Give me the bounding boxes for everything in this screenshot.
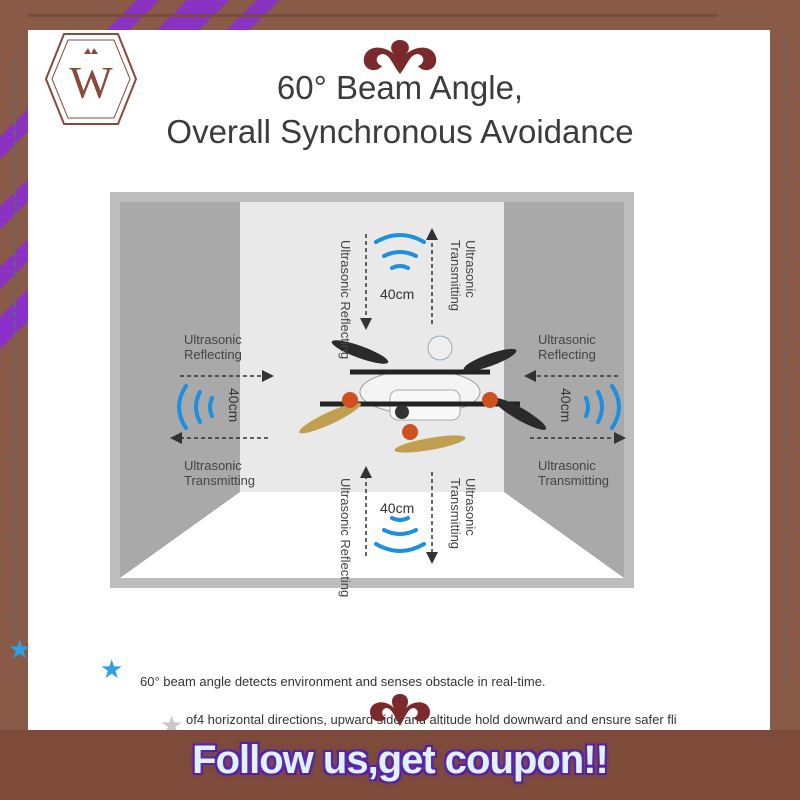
ultrasonic-waves	[177, 233, 621, 553]
bottom-distance: 40cm	[380, 500, 415, 516]
right-distance: 40cm	[558, 388, 574, 423]
ornament-top	[363, 40, 437, 74]
caption-line-1: 60° beam angle detects environment and s…	[140, 674, 546, 689]
coupon-banner-text[interactable]: Follow us,get coupon!!	[192, 738, 609, 782]
top-reflect-label: Ultrasonic Reflecting	[338, 240, 353, 360]
avoidance-diagram: Ultrasonic Reflecting Ultrasonic Transmi…	[110, 192, 634, 597]
drone-image	[299, 335, 547, 453]
dashed-border-left	[14, 60, 16, 660]
caption-line-2: of4 horizontal directions, upward side a…	[186, 712, 677, 727]
title-line-1: 60° Beam Angle,	[276, 69, 524, 106]
footer-banner	[0, 730, 800, 800]
brand-logo: W	[44, 33, 138, 125]
logo-letter: W	[69, 57, 113, 108]
star-icon: ★	[8, 634, 32, 664]
top-distance: 40cm	[380, 286, 415, 302]
top-transmit-label: Ultrasonic Transmitting	[448, 240, 478, 312]
left-distance: 40cm	[226, 388, 242, 423]
frame-top-line	[28, 14, 718, 17]
title-line-2: Overall Synchronous Avoidance	[166, 113, 634, 150]
bottom-reflect-label: Ultrasonic Reflecting	[338, 478, 353, 598]
arrows-layer	[170, 228, 626, 564]
star-icon: ★	[100, 654, 124, 684]
bottom-transmit-label: Ultrasonic Transmitting	[448, 478, 478, 550]
ornament-bottom	[370, 694, 430, 726]
dashed-border-right	[784, 40, 786, 680]
